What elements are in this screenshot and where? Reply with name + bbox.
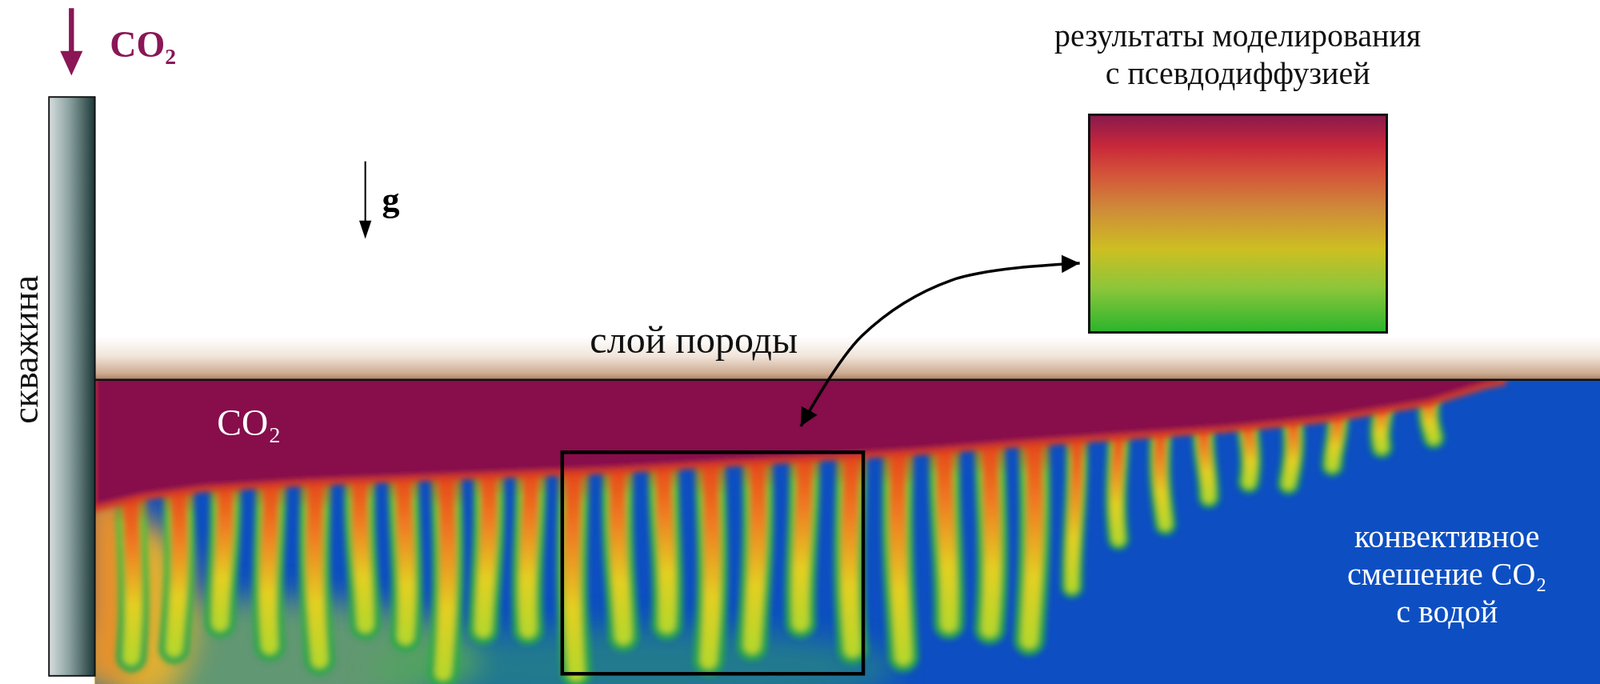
rock-boundary bbox=[95, 378, 1600, 381]
finger-core bbox=[752, 446, 758, 646]
finger-core bbox=[527, 458, 532, 629]
finger-halo bbox=[572, 456, 576, 673]
finger-core bbox=[944, 435, 950, 624]
gradient-panel bbox=[1088, 113, 1388, 335]
finger-halo bbox=[130, 484, 134, 657]
finger-core bbox=[443, 461, 448, 672]
highlight-frame bbox=[562, 452, 864, 674]
finger-halo bbox=[663, 452, 668, 625]
finger-halo bbox=[1072, 424, 1077, 587]
finger-halo bbox=[527, 458, 532, 629]
finger-halo bbox=[897, 438, 904, 657]
double-arrow-connector bbox=[800, 263, 1080, 427]
finger-core bbox=[360, 465, 366, 625]
rock-layer-label: слой породы bbox=[589, 316, 798, 363]
finger-halo bbox=[268, 469, 272, 646]
reservoir-picture bbox=[95, 380, 1600, 684]
finger-halo bbox=[483, 460, 489, 629]
finger-core bbox=[897, 438, 904, 657]
co2-inflow-label-holder: CO₂ bbox=[109, 23, 176, 67]
well-bar bbox=[48, 96, 95, 676]
finger-halo bbox=[617, 455, 624, 637]
co2-label-holder: CO₂ bbox=[216, 401, 281, 445]
finger-core bbox=[663, 452, 668, 625]
finger-halo bbox=[800, 444, 804, 624]
finger-core bbox=[849, 440, 853, 649]
rock-band bbox=[95, 336, 1600, 380]
finger-halo bbox=[174, 476, 180, 648]
finger-core bbox=[617, 455, 624, 637]
gravity-label-holder: g bbox=[382, 179, 400, 221]
finger-halo bbox=[360, 465, 366, 625]
finger-halo bbox=[314, 467, 320, 660]
finger-halo bbox=[989, 431, 993, 629]
finger-halo bbox=[849, 440, 853, 649]
finger-core bbox=[403, 464, 407, 637]
finger-core bbox=[314, 467, 320, 660]
mixing-label: конвективное смешение CO₂ с водой bbox=[1345, 517, 1548, 632]
finger-core bbox=[989, 431, 993, 629]
finger-halo bbox=[220, 472, 226, 624]
finger-core bbox=[1029, 428, 1036, 640]
finger-halo bbox=[443, 461, 448, 672]
inset-title: результаты моделирования с псевдодиффузи… bbox=[1052, 16, 1423, 92]
finger-core bbox=[483, 460, 489, 629]
finger-halo bbox=[944, 435, 950, 624]
finger-core bbox=[800, 444, 804, 624]
rock-layer: слой породы bbox=[95, 318, 1600, 380]
gravity-label: g bbox=[382, 179, 400, 221]
rock-layer-label-holder: слой породы bbox=[589, 316, 798, 363]
finger-halo bbox=[1029, 428, 1036, 640]
finger-halo bbox=[708, 449, 713, 661]
co2-cap bbox=[95, 380, 1500, 506]
finger-halo bbox=[752, 446, 758, 646]
co2-inflow-label: CO₂ bbox=[109, 23, 176, 67]
finger-core bbox=[130, 484, 134, 657]
gravity-arrow bbox=[359, 161, 372, 240]
finger-core bbox=[174, 476, 180, 648]
well-label-holder: скважина bbox=[4, 276, 48, 425]
reservoir: CO₂ конвективное смешение CO₂ с водой bbox=[95, 379, 1600, 684]
finger-core bbox=[572, 456, 576, 673]
inset-title-holder: результаты моделирования с псевдодиффузи… bbox=[1052, 16, 1423, 92]
well: скважина bbox=[0, 96, 96, 676]
simulation-inset: результаты моделирования с псевдодиффузи… bbox=[1020, 14, 1456, 334]
co2-inflow-arrow bbox=[60, 8, 83, 76]
co2-label: CO₂ bbox=[216, 401, 281, 445]
finger-core bbox=[708, 449, 713, 661]
finger-halo bbox=[403, 464, 407, 637]
mixing-label-holder: конвективное смешение CO₂ с водой bbox=[1345, 517, 1548, 632]
finger-core bbox=[268, 469, 272, 646]
well-label: скважина bbox=[4, 276, 48, 425]
finger-core bbox=[220, 472, 226, 624]
finger-core bbox=[1072, 424, 1077, 587]
